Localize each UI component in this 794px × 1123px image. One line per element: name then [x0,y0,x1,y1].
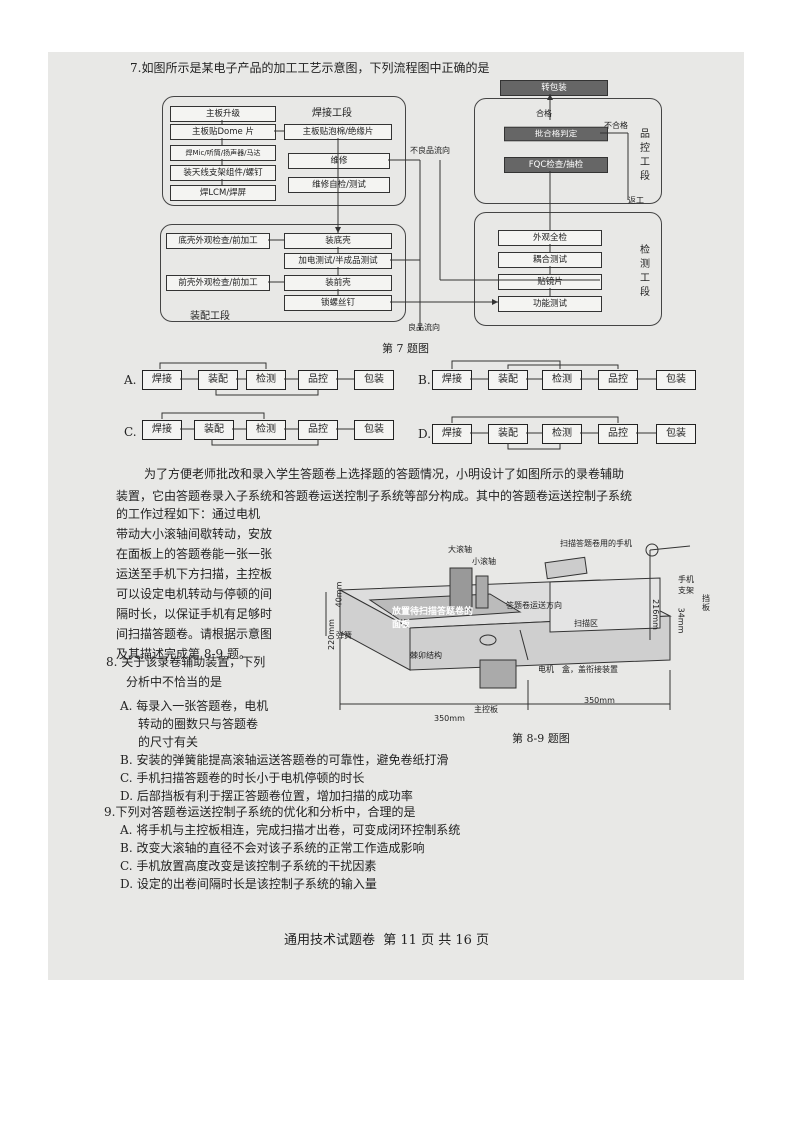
dim-40: 40mm [334,581,344,608]
intro-line: 运送至手机下方扫描，主控板 [116,567,273,581]
intro-line: 及其描述完成第 8-9 题。 [116,647,251,661]
flow-step: 检测 [542,370,582,390]
baffle-label: 挡板 [702,594,710,612]
flow-step: 装配 [488,370,528,390]
small-roller-label: 小滚轴 [472,557,496,566]
intro-line: 间扫描答题卷。请根据示意图 [116,627,273,641]
intro-line: 装置，它由答题卷录入子系统和答题卷运送控制子系统等部分构成。其中的答题卷运送控制… [116,489,633,503]
q7-stem: 7.如图所示是某电子产品的加工工艺示意图，下列流程图中正确的是 [130,61,490,75]
inspect-section [474,212,662,326]
assembly-section-title: 装配工段 [190,311,230,322]
q9-option-b[interactable]: B. 改变大滚轴的直径不会对该子系统的正常工作造成影响 [120,841,425,855]
q8-option-b[interactable]: B. 安装的弹簧能提高滚轴运送答题卷的可靠性，避免卷纸打滑 [120,753,449,767]
scan-area-label: 扫描区 [574,619,598,628]
flow-step: 检测 [246,420,286,440]
flow-step: 检测 [246,370,286,390]
inspect-section-title: 检测工段 [640,245,650,298]
flow-step: 包装 [354,420,394,440]
flow-step: 品控 [598,370,638,390]
option-letter: D. [418,427,432,441]
weld-left-box: 装天线支架组件/螺钉 [170,165,276,181]
assembly-left-box: 底壳外观检查/前加工 [166,233,270,249]
weld-right-box: 维修自检/测试 [288,177,390,193]
bad-flow-label: 不良品流向 [410,146,450,155]
direction-label: 答题卷运送方向 [506,601,562,610]
flow-step: 焊接 [142,370,182,390]
q9-option-a[interactable]: A. 将手机与主控板相连，完成扫描才出卷，可变成闭环控制系统 [120,823,461,837]
flow-step: 装配 [198,370,238,390]
q8-option-a-cont: 的尺寸有关 [138,735,199,749]
pinch-label: 棘卯结构 [410,651,442,660]
spring-label: 弹簧 [336,631,352,640]
q9-option-c[interactable]: C. 手机放置高度改变是该控制子系统的干扰因素 [120,859,377,873]
assembly-section [160,224,406,322]
fail-label: 不合格 [604,121,628,130]
phone-label: 扫描答题卷用的手机 [560,539,632,548]
page-footer: 通用技术试题卷 第 11 页 共 16 页 [284,933,490,948]
qc-box: FQC检查/抽检 [504,157,608,173]
assembly-left-box: 前壳外观检查/前加工 [166,275,270,291]
holder-label: 手机支架 [678,575,694,595]
q8-option-d[interactable]: D. 后部挡板有利于摆正答题卷位置，增加扫描的成功率 [120,789,413,803]
weld-left-box: 焊LCM/焊屏 [170,185,276,201]
qc-box: 转包装 [500,80,608,96]
qc-section-title: 品控工段 [640,129,650,182]
device-drawing [325,543,691,710]
panel-label: 放置待扫描答题卷的面板 [392,607,474,630]
flow-step: 焊接 [432,424,472,444]
dim-216: 216mm [650,599,660,630]
intro-line: 带动大小滚轴间歇转动，安放 [116,527,273,541]
q8-stem: 分析中不恰当的是 [126,675,223,689]
dim-220: 220mm [326,619,336,650]
dim-350-b: 350mm [584,696,615,705]
flow-step: 焊接 [432,370,472,390]
intro-line: 可以设定电机转动与停顿的间 [116,587,273,601]
weld-right-box: 维修 [288,153,390,169]
good-flow-label: 良品流向 [408,323,440,332]
flow-step: 品控 [598,424,638,444]
option-arrows [159,360,656,450]
big-roller-label: 大滚轴 [448,545,472,554]
q8-option-a[interactable]: A. 每录入一张答题卷，电机 [120,699,269,713]
process-arrows [221,94,629,330]
dim-34: 34mm [676,607,686,634]
weld-left-box: 主板升级 [170,106,276,122]
return-label: 返工 [628,196,644,205]
weld-section-title: 焊接工段 [312,108,352,119]
qc-section [474,98,662,204]
option-letter: B. [418,373,431,387]
qc-box: 批合格判定 [504,126,608,142]
weld-left-box: 焊Mic/听筒/扬声器/马达 [170,145,276,161]
intro-line: 为了方便老师批改和录入学生答题卷上选择题的答题情况，小明设计了如图所示的录卷辅助 [144,467,625,481]
q7-caption: 第 7 题图 [382,342,429,355]
weld-section [162,96,406,206]
q8-option-c[interactable]: C. 手机扫描答题卷的时长小于电机停顿的时长 [120,771,365,785]
flow-step: 品控 [298,370,338,390]
q8-option-a-cont: 转动的圈数只与答题卷 [138,717,259,731]
option-letter: C. [124,425,137,439]
q9-option-d[interactable]: D. 设定的出卷间隔时长是该控制子系统的输入量 [120,877,377,891]
pass-label: 合格 [536,109,552,118]
flow-step: 包装 [656,424,696,444]
weld-left-box: 主板贴Dome 片 [170,124,276,140]
flow-step: 包装 [656,370,696,390]
flow-step: 检测 [542,424,582,444]
q9-stem: 9.下列对答题卷运送控制子系统的优化和分析中，合理的是 [104,805,416,819]
flow-step: 包装 [354,370,394,390]
intro-line: 的工作过程如下：通过电机 [116,507,261,521]
q8-stem: 8. 关于该录卷辅助装置，下列 [106,655,266,669]
inspect-box: 功能测试 [498,296,602,312]
intro-line: 在面板上的答题卷能一张一张 [116,547,273,561]
motor-label: 电机 [538,665,554,674]
flow-step: 装配 [194,420,234,440]
flow-step: 焊接 [142,420,182,440]
fig89-caption: 第 8-9 题图 [512,732,570,745]
box-label: 盒，盖衔接装置 [562,665,618,674]
intro-line: 隔时长，以保证手机有足够时 [116,607,273,621]
option-letter: A. [124,373,137,387]
dim-350-a: 350mm [434,714,465,723]
exam-sheet [48,52,744,980]
board-label: 主控板 [474,705,498,714]
assembly-right-box: 锁螺丝钉 [284,295,392,311]
